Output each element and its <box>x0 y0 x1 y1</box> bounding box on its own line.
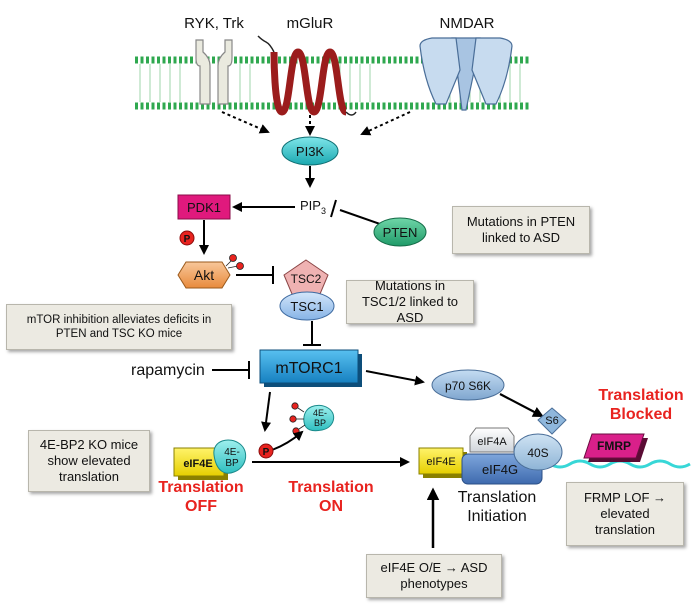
pdk1-node: PDK1 <box>177 194 231 220</box>
akt-tsc-inhibition <box>236 266 274 284</box>
mglur-label: mGluR <box>287 15 334 32</box>
released-ebp-bottom: BP <box>314 418 326 428</box>
s6-label: S6 <box>545 415 558 427</box>
receptor-to-pi3k-arrows <box>221 111 411 136</box>
ebp-phospho-badge: P <box>258 443 274 459</box>
ryk-trk-label: RYK, Trk <box>184 15 244 32</box>
released-ebp-phospho-dots <box>289 402 306 435</box>
note-ebp2-ko: 4E-BP2 KO mice show elevated translation <box>28 430 150 492</box>
tsc1-label: TSC1 <box>290 299 323 314</box>
fmrp-node: FMRP <box>583 433 648 462</box>
fmrp-label: FMRP <box>597 439 631 453</box>
rapamycin-inhibition <box>212 361 250 379</box>
s6-node: S6 <box>537 407 567 435</box>
pip3-text: PIP <box>300 198 321 213</box>
mglur-receptor <box>257 35 357 116</box>
pdk1-label: PDK1 <box>187 200 221 215</box>
akt-label: Akt <box>194 267 214 283</box>
eif4a-label: eIF4A <box>477 436 507 448</box>
pip3-subscript: 3 <box>321 206 326 216</box>
translation-off-label: Translation OFF <box>158 479 244 516</box>
note-mtor-inhibition: mTOR inhibition alleviates deficits in P… <box>6 304 232 350</box>
ebp-phospho-label: P <box>263 447 270 458</box>
eif4e-ebp-complex: eIF4E 4E- BP <box>173 439 247 480</box>
released-ebp-node: 4E- BP <box>303 404 335 432</box>
p70s6k-label: p70 S6K <box>445 379 491 393</box>
ryk-trk-receptor <box>195 39 233 105</box>
akt-node: Akt <box>177 261 231 289</box>
ebp-left-bottom: BP <box>225 458 239 469</box>
eif4a-node: eIF4A <box>469 427 515 453</box>
akt-phospho-badge: P <box>179 230 195 246</box>
translation-blocked-label: Translation Blocked <box>598 387 684 424</box>
note-tsc-asd: Mutations in TSC1/2 linked to ASD <box>346 278 474 325</box>
pi3k-node: PI3K <box>281 136 339 166</box>
note-eif4e-oe: eIF4E O/E → ASD phenotypes <box>366 554 502 598</box>
eif4e-right-node: eIF4E <box>418 447 467 478</box>
note-fmrp-lof: FRMP LOF → elevated translation <box>566 482 684 546</box>
mtorc1-label: mTORC1 <box>275 360 342 377</box>
tsc-mtorc1-inhibition <box>303 321 321 346</box>
akt-phospho-dots <box>225 254 244 270</box>
akt-phospho-label: P <box>184 234 191 245</box>
rapamycin-label: rapamycin <box>131 362 205 379</box>
mtorc1-node: mTORC1 <box>259 349 362 387</box>
p70s6k-node: p70 S6K <box>431 369 505 401</box>
eif4e-left-label: eIF4E <box>183 458 212 470</box>
nmdar-label: NMDAR <box>440 15 495 32</box>
phospho-release-arrow <box>271 430 304 451</box>
s40-node: 40S <box>513 433 563 471</box>
note-pten-asd: Mutations in PTEN linked to ASD <box>452 206 590 254</box>
tsc2-label: TSC2 <box>291 272 322 286</box>
pi3k-label: PI3K <box>296 144 325 159</box>
translation-on-label: Translation ON <box>288 479 374 516</box>
nmdar-receptor <box>419 37 513 111</box>
pten-label: PTEN <box>383 225 418 240</box>
tsc2-node: TSC2 <box>283 259 329 295</box>
tsc1-node: TSC1 <box>279 291 335 321</box>
mtorc1-to-ebp-arrow <box>261 391 272 432</box>
mtorc1-to-p70s6k-arrow <box>365 370 425 386</box>
p70s6k-to-s6-arrow <box>499 393 544 418</box>
pip3-label: PIP3 <box>300 198 326 216</box>
pten-inhibition <box>330 199 384 226</box>
translation-initiation-label: Translation Initiation <box>457 489 537 526</box>
s40-label: 40S <box>527 446 548 460</box>
pten-node: PTEN <box>373 217 427 247</box>
ebp-left-top: 4E- <box>224 447 240 458</box>
released-ebp-top: 4E- <box>313 408 327 418</box>
eif4g-label: eIF4G <box>482 462 518 477</box>
eif4e-right-label: eIF4E <box>426 456 455 468</box>
